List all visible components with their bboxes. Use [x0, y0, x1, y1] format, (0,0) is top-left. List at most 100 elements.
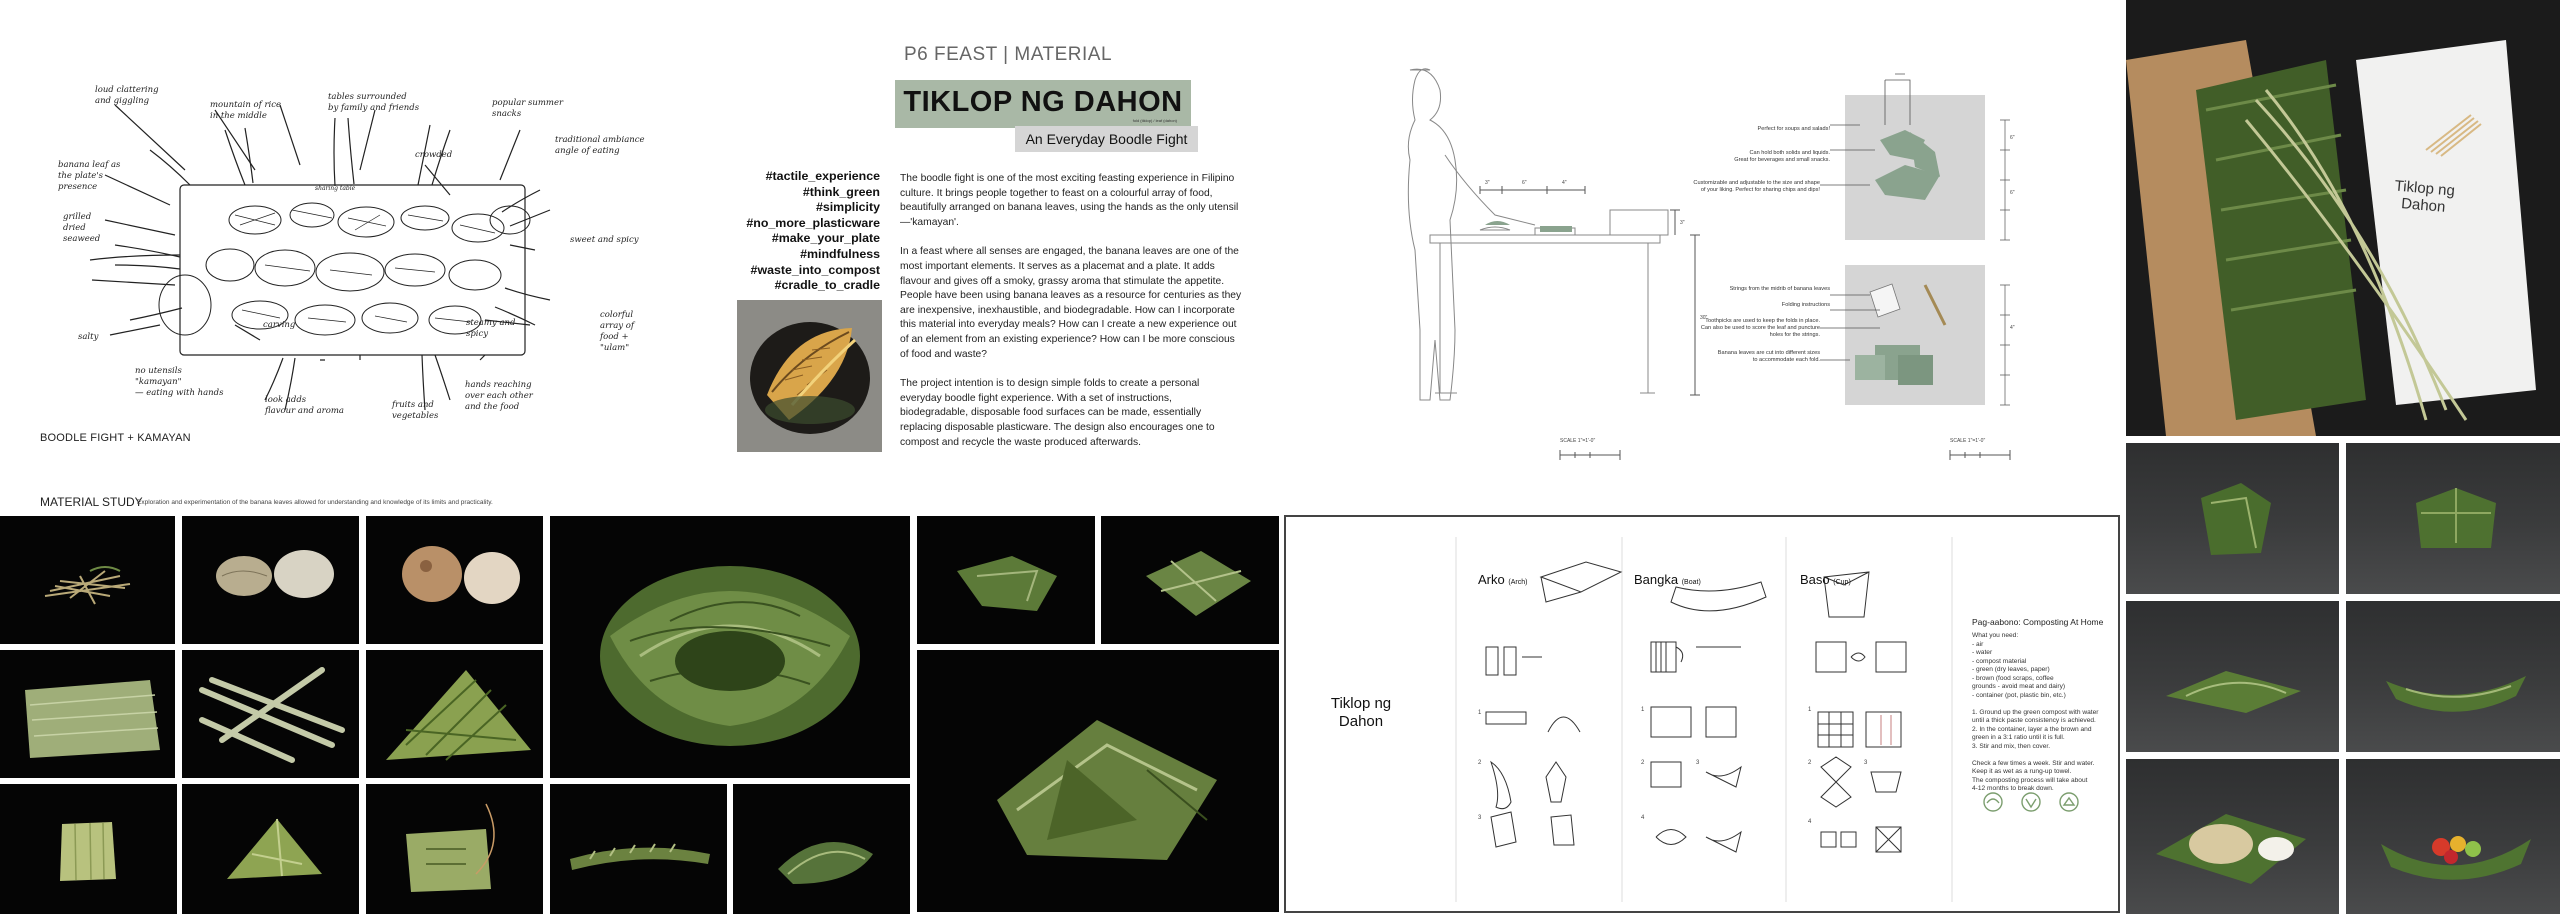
project-description: The boodle fight is one of the most exci… — [900, 172, 1242, 465]
sketch-note: traditional ambiance angle of eating — [555, 135, 645, 156]
step-number: 3 — [1478, 815, 1482, 821]
sketch-note: tables surrounded by family and friends — [328, 92, 420, 113]
description-paragraph: The project intention is to design simpl… — [900, 378, 1215, 448]
material-photo-folded-large — [917, 650, 1279, 912]
step-number: 1 — [1641, 707, 1645, 713]
hashtag: #think_green — [802, 184, 880, 199]
elevation-note: Strings from the midrib of banana leaves — [1729, 286, 1830, 292]
elevation-note: Can hold both solids and liquids. Great … — [1734, 150, 1830, 163]
elevation-drawing-lines — [1407, 68, 2011, 460]
fold-title-baso: Baso (Cup) — [1800, 572, 1851, 587]
hashtag: #simplicity — [815, 200, 880, 215]
fold-name: Bangka — [1634, 572, 1679, 587]
instruction-diagrams — [1455, 537, 2079, 902]
sketch-note: salty — [78, 332, 99, 342]
dimension-label: 4" — [1562, 180, 1567, 186]
elevation-drawing: Perfect for soups and salads! Can hold b… — [1350, 60, 2060, 480]
elevation-note: Banana leaves are cut into different siz… — [1717, 350, 1820, 363]
sketch-note: colorful array of food + "ulam" — [600, 310, 635, 353]
material-photo-stitched — [366, 784, 543, 914]
fold-title-arko: Arko (Arch) — [1478, 572, 1527, 587]
step-number: 1 — [1808, 707, 1812, 713]
envelope-photo: Tiklop ng Dahon — [2126, 0, 2560, 436]
fold-photo-cup — [2126, 443, 2339, 594]
dimension-label: 6" — [1522, 180, 1527, 186]
fold-photo-box — [2346, 443, 2560, 594]
description-paragraph: The boodle fight is one of the most exci… — [900, 173, 1239, 228]
sketch-note: grilled dried seaweed — [63, 212, 101, 244]
material-photo-leaf-discs — [182, 516, 359, 644]
hashtag: #no_more_plasticware — [746, 215, 880, 230]
step-number: 2 — [1641, 760, 1645, 766]
material-photo-curved — [733, 784, 910, 914]
sketch-note: sharing table — [315, 185, 356, 192]
compost-title: Pag-aabono: Composting At Home — [1972, 617, 2104, 627]
material-study-subtitle: Exploration and experimentation of the b… — [137, 499, 493, 506]
elevation-note: Perfect for soups and salads! — [1757, 126, 1830, 132]
sheet-title: Tiklop ng Dahon — [1330, 695, 1392, 730]
dimension-label: 3" — [1680, 220, 1685, 226]
page-title: TIKLOP NG DAHON — [903, 86, 1183, 118]
material-photo-folded-small-1 — [917, 516, 1095, 644]
material-photo-woven-bowl-large — [550, 516, 910, 778]
material-photo-woven-sheet — [0, 650, 175, 778]
compost-instructions: What you need: - air - water - compost m… — [1972, 632, 2099, 792]
scale-label: SCALE 1"=1'-0" — [1950, 438, 1986, 444]
elevation-note: Customizable and adjustable to the size … — [1693, 180, 1820, 193]
subtitle-banner: An Everyday Boodle Fight — [1015, 126, 1198, 152]
instruction-sheet: Tiklop ng Dahon A — [1284, 515, 2120, 913]
leaf-bowl-photo — [737, 300, 882, 452]
hashtag: #make_your_plate — [771, 231, 880, 246]
sketch-note: hands reaching over each other and the f… — [465, 380, 533, 412]
sketch-note: steamy and spicy — [466, 318, 516, 339]
dimension-label: 6" — [2010, 135, 2015, 141]
sketch-note: banana leaf as the plate's presence — [58, 160, 121, 192]
dimension-label: 3" — [1485, 180, 1490, 186]
sketch-note: fruits and vegetables — [392, 400, 439, 421]
fold-meaning: (Arch) — [1508, 579, 1528, 586]
fold-meaning: (Boat) — [1681, 579, 1701, 586]
dimension-label: 4" — [2010, 325, 2015, 331]
sketch-note: mountain of rice in the middle — [210, 100, 282, 121]
title-banner: TIKLOP NG DAHON fold (tiklop) / leaf (da… — [895, 80, 1191, 128]
step-number: 2 — [1808, 760, 1812, 766]
sketch-note: look adds flavour and aroma — [265, 395, 344, 416]
step-number: 2 — [1478, 760, 1482, 766]
material-photo-dried-shreds — [0, 516, 175, 644]
description-paragraph: In a feast where all senses are engaged,… — [900, 246, 1242, 360]
fold-photo-chips — [2126, 759, 2339, 914]
title-gloss: fold (tiklop) / leaf (dahon) — [1132, 118, 1177, 123]
fold-meaning: (Cup) — [1833, 579, 1851, 586]
dimension-label: 6" — [2010, 190, 2015, 196]
fold-title-bangka: Bangka (Boat) — [1634, 572, 1701, 587]
material-photo-rolled — [550, 784, 727, 914]
sketch-note: crowded — [415, 150, 453, 160]
page-subtitle: An Everyday Boodle Fight — [1025, 131, 1188, 147]
hashtag: #waste_into_compost — [750, 262, 880, 277]
material-photo-triangle — [182, 784, 359, 914]
sketch-note: no utensils "kamayan" — eating with hand… — [135, 366, 224, 398]
fold-photo-boat — [2346, 601, 2560, 752]
material-photo-strips — [182, 650, 359, 778]
elevation-note: Folding instructions — [1781, 302, 1830, 308]
hashtag: #mindfulness — [800, 246, 880, 261]
sketch-note: popular summer snacks — [492, 98, 564, 119]
fold-name: Arko — [1478, 572, 1505, 587]
boodle-sketch-drawing — [89, 104, 551, 411]
scale-label: SCALE 1"=1'-0" — [1560, 438, 1596, 444]
sketch-note: loud clattering and giggling — [95, 85, 159, 106]
material-study-title: MATERIAL STUDY — [40, 495, 143, 509]
fold-name: Baso — [1800, 572, 1830, 587]
leaf-bowl-image — [750, 322, 870, 434]
series-label: P6 FEAST | MATERIAL — [904, 44, 1113, 65]
sketch-note: sweet and spicy — [570, 235, 639, 245]
step-number: 4 — [1808, 819, 1812, 825]
material-photo-folded-small-2 — [1101, 516, 1279, 644]
material-photo-woven-fan — [366, 650, 543, 778]
hashtag: #cradle_to_cradle — [774, 278, 880, 293]
material-photo-cup — [0, 784, 177, 914]
elevation-note: Toothpicks are used to keep the folds in… — [1700, 318, 1820, 338]
hashtag-list: #tactile_experience #think_green #simpli… — [700, 169, 880, 294]
material-photo-pressed-discs — [366, 516, 543, 644]
boodle-sketch: loud clattering and giggling mountain of… — [30, 70, 650, 450]
